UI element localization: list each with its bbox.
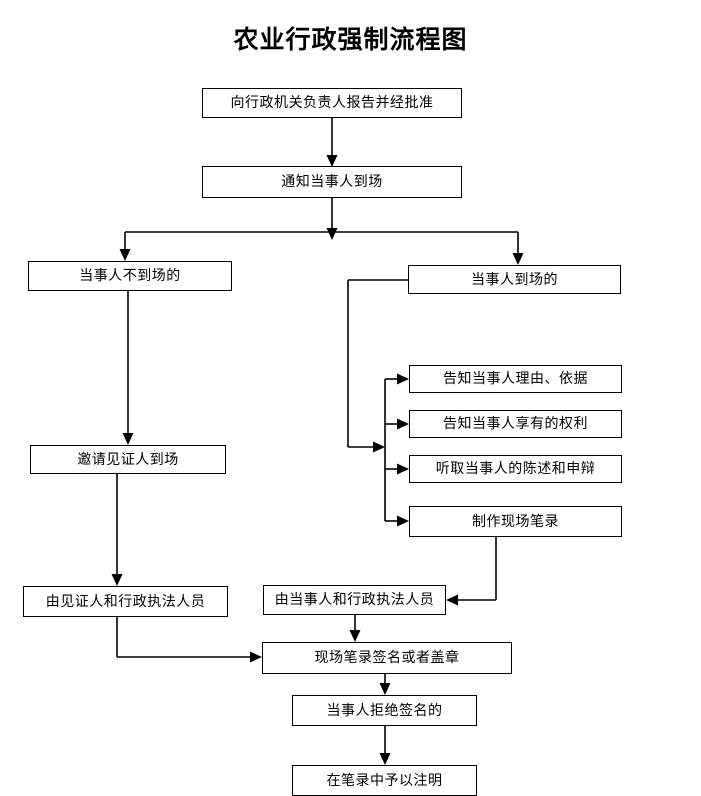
node-label: 当事人到场的 bbox=[471, 271, 558, 288]
edge-witness-invite-to-witness-signers bbox=[111, 474, 123, 586]
node-label: 制作现场笔录 bbox=[472, 513, 559, 530]
node-sign-or-seal-record[interactable]: 现场笔录签名或者盖章 bbox=[262, 642, 512, 674]
node-hear-statement[interactable]: 听取当事人的陈述和申辩 bbox=[409, 455, 622, 483]
page-title: 农业行政强制流程图 bbox=[233, 25, 468, 54]
edge-notify-split bbox=[119, 198, 524, 265]
node-label: 由当事人和行政执法人员 bbox=[274, 592, 435, 608]
node-party-present[interactable]: 当事人到场的 bbox=[408, 265, 621, 294]
node-label: 通知当事人到场 bbox=[281, 174, 383, 190]
node-label: 告知当事人享有的权利 bbox=[443, 416, 588, 432]
edge-present-to-trunk bbox=[347, 279, 408, 453]
node-make-site-record[interactable]: 制作现场笔录 bbox=[409, 506, 622, 537]
node-inform-rights[interactable]: 告知当事人享有的权利 bbox=[409, 410, 622, 438]
node-label: 在笔录中予以注明 bbox=[326, 772, 443, 789]
node-party-refuses-sign[interactable]: 当事人拒绝签名的 bbox=[292, 695, 477, 726]
node-report-approval[interactable]: 向行政机关负责人报告并经批准 bbox=[202, 88, 462, 118]
node-label: 听取当事人的陈述和申辩 bbox=[435, 461, 596, 477]
edge-record-to-party-signers bbox=[446, 537, 497, 606]
edge-signature-to-refusal bbox=[379, 674, 391, 695]
node-inform-reasons[interactable]: 告知当事人理由、依据 bbox=[409, 365, 622, 393]
edge-refusal-to-annotate bbox=[379, 726, 391, 765]
node-notify-party[interactable]: 通知当事人到场 bbox=[202, 166, 462, 198]
edge-report-to-notify bbox=[326, 118, 338, 167]
node-label: 现场笔录签名或者盖章 bbox=[314, 650, 460, 666]
node-invite-witness[interactable]: 邀请见证人到场 bbox=[30, 445, 226, 474]
edge-party-signers-to-signature bbox=[349, 615, 361, 642]
node-witness-and-officers[interactable]: 由见证人和行政执法人员 bbox=[23, 586, 228, 617]
node-label: 邀请见证人到场 bbox=[77, 451, 179, 468]
node-annotate-in-record[interactable]: 在笔录中予以注明 bbox=[292, 765, 477, 796]
edge-absent-to-witness bbox=[122, 291, 134, 445]
node-party-absent[interactable]: 当事人不到场的 bbox=[28, 261, 232, 291]
edge-witness-signers-to-signature bbox=[116, 617, 262, 663]
node-label: 由见证人和行政执法人员 bbox=[45, 593, 206, 610]
node-label: 告知当事人理由、依据 bbox=[443, 371, 588, 387]
node-label: 向行政机关负责人报告并经批准 bbox=[230, 95, 434, 111]
node-label: 当事人拒绝签名的 bbox=[326, 702, 443, 719]
node-label: 当事人不到场的 bbox=[79, 268, 181, 284]
edge-trunk-branches bbox=[384, 373, 409, 527]
node-party-and-officers[interactable]: 由当事人和行政执法人员 bbox=[263, 585, 446, 615]
